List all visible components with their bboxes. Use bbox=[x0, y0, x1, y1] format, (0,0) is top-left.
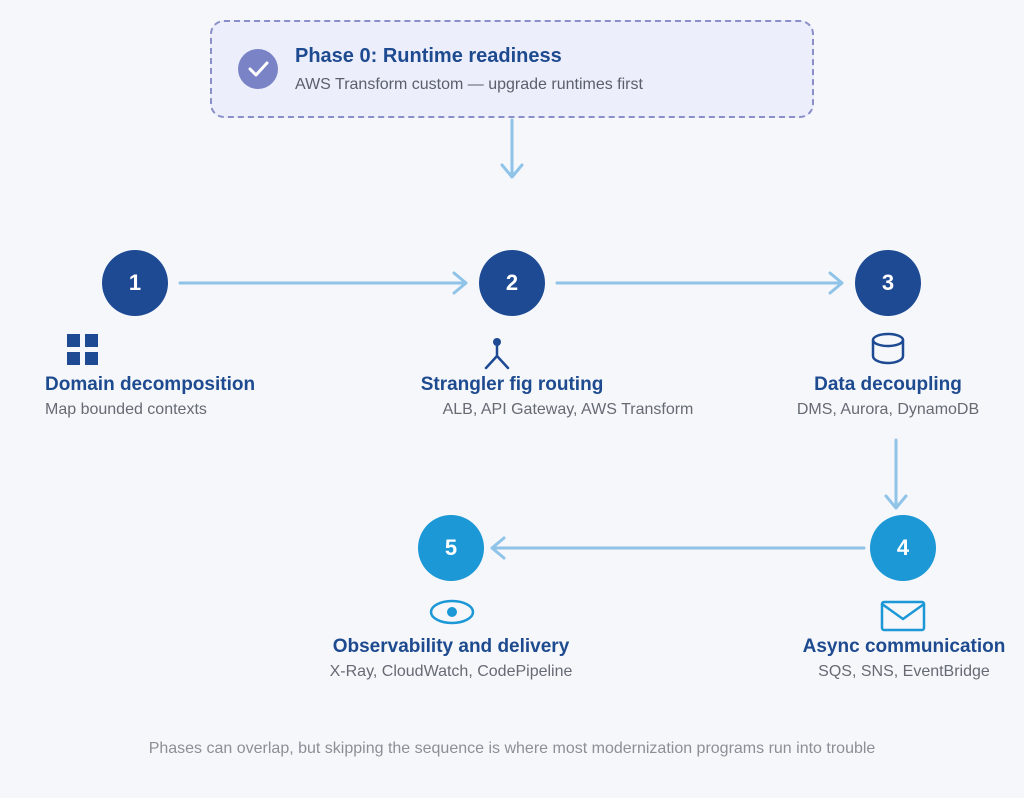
step-1-title: Domain decomposition bbox=[45, 374, 256, 395]
step-4-subtitle: SQS, SNS, EventBridge bbox=[818, 663, 990, 680]
step-1-circle: 1 bbox=[102, 250, 168, 316]
step-5-number: 5 bbox=[444, 535, 458, 560]
arrow-1-to-2 bbox=[178, 271, 468, 295]
fork-icon bbox=[484, 338, 510, 370]
database-icon bbox=[871, 332, 905, 365]
step-2-number: 2 bbox=[505, 270, 519, 295]
arrow-phase0-to-steps bbox=[500, 118, 524, 179]
eye-icon bbox=[429, 599, 475, 625]
step-3-number: 3 bbox=[881, 270, 895, 295]
envelope-icon bbox=[880, 600, 926, 632]
check-icon bbox=[238, 49, 278, 89]
grid-icon bbox=[67, 334, 98, 365]
phase0-title: Phase 0: Runtime readiness bbox=[295, 45, 562, 67]
arrow-2-to-3 bbox=[555, 271, 844, 295]
phase0-subtitle: AWS Transform custom — upgrade runtimes … bbox=[295, 76, 643, 93]
step-2-circle: 2 bbox=[479, 250, 545, 316]
step-4-circle: 4 bbox=[870, 515, 936, 581]
arrow-4-to-5 bbox=[490, 536, 866, 560]
step-4-title: Async communication bbox=[802, 636, 1006, 657]
step-5-circle: 5 bbox=[418, 515, 484, 581]
step-4-number: 4 bbox=[896, 535, 910, 560]
step-3-circle: 3 bbox=[855, 250, 921, 316]
step-5-title: Observability and delivery bbox=[332, 636, 570, 657]
step-3-subtitle: DMS, Aurora, DynamoDB bbox=[796, 401, 980, 418]
step-1-number: 1 bbox=[128, 270, 142, 295]
step-2-subtitle: ALB, API Gateway, AWS Transform bbox=[442, 401, 694, 418]
step-1-subtitle: Map bounded contexts bbox=[45, 401, 207, 418]
step-3-title: Data decoupling bbox=[814, 374, 962, 395]
footer-note: Phases can overlap, but skipping the seq… bbox=[148, 740, 876, 757]
phase0-card bbox=[210, 20, 814, 118]
arrow-3-to-4 bbox=[884, 438, 908, 510]
step-2-title: Strangler fig routing bbox=[420, 374, 604, 395]
step-5-subtitle: X-Ray, CloudWatch, CodePipeline bbox=[329, 663, 573, 680]
